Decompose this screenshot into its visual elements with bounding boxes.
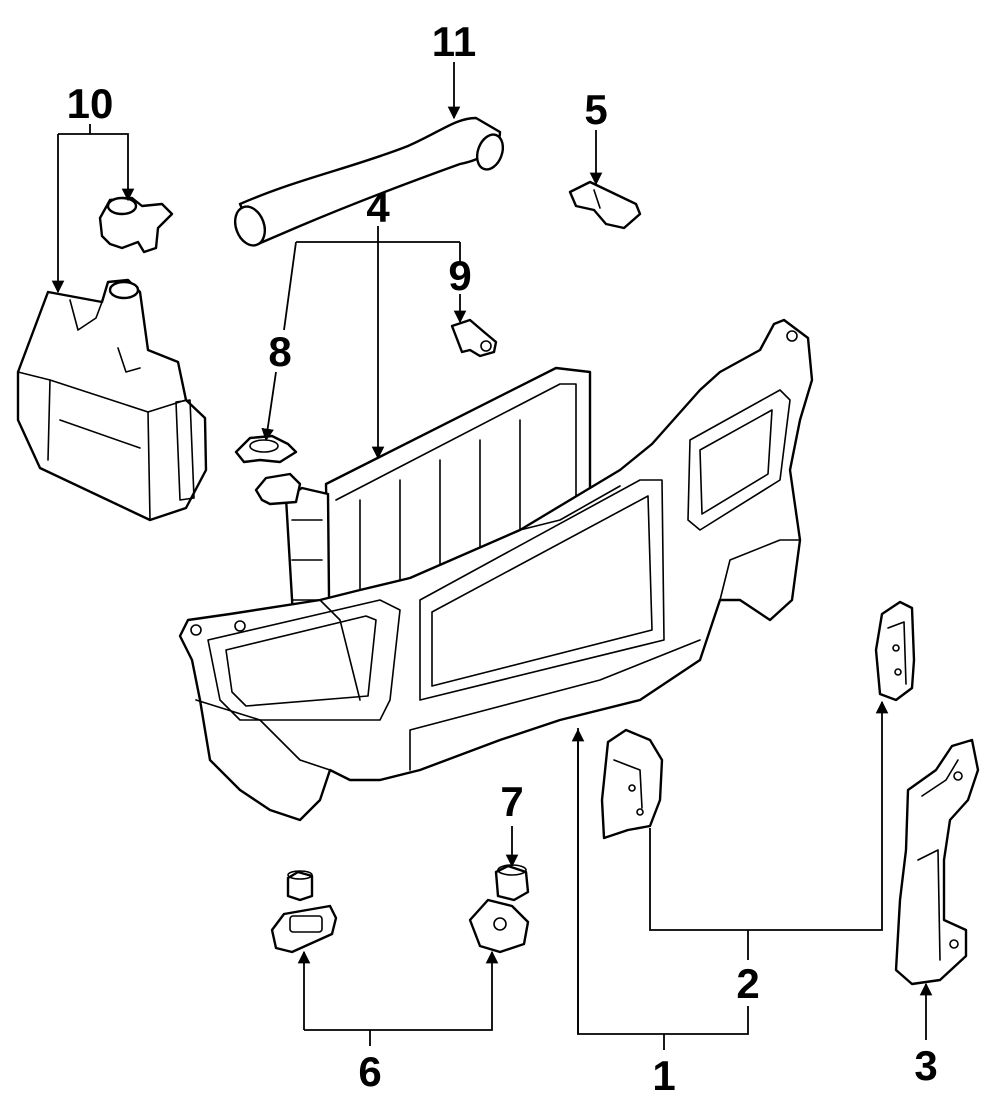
callout-11: 11 — [432, 18, 476, 65]
callout-5: 5 — [584, 86, 607, 133]
support-bracket-right — [874, 600, 916, 702]
callout-10: 10 — [67, 80, 114, 127]
support-bracket-left — [600, 728, 664, 840]
side-member — [894, 738, 980, 986]
leader-lines — [51, 62, 933, 1050]
mount-bracket-right — [468, 898, 530, 954]
drain-plug — [450, 318, 498, 358]
callout-labels: 1 2 3 4 5 6 7 8 9 10 11 — [67, 18, 938, 1099]
reservoir-tank — [16, 278, 208, 522]
radiator-hose — [233, 116, 505, 247]
mount-bracket-left — [270, 870, 338, 954]
reservoir-cap — [98, 196, 174, 254]
upper-bracket — [568, 180, 642, 230]
callout-6: 6 — [358, 1048, 381, 1095]
callout-9: 9 — [448, 252, 471, 299]
callout-8: 8 — [268, 328, 291, 375]
radiator-support — [178, 318, 814, 822]
callout-2: 2 — [736, 960, 759, 1007]
callout-4: 4 — [366, 184, 390, 231]
callout-1: 1 — [652, 1052, 675, 1099]
callout-3: 3 — [914, 1042, 937, 1089]
callout-7: 7 — [500, 778, 523, 825]
bushing — [494, 864, 530, 902]
